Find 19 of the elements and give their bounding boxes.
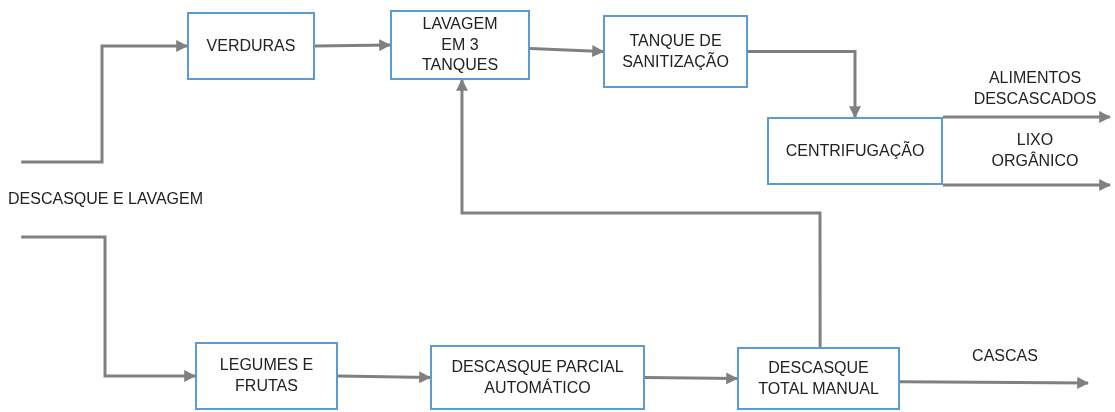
arrow (748, 50, 861, 119)
arrow (645, 372, 739, 385)
process-box: VERDURAS (187, 12, 315, 80)
text-label: DESCASQUE E LAVAGEM (8, 189, 203, 210)
arrow (943, 179, 1112, 191)
arrow (21, 40, 189, 164)
process-box: DESCASQUE TOTAL MANUAL (737, 347, 900, 410)
process-box: LAVAGEM EM 3 TANQUES (390, 10, 530, 80)
process-box: LEGUMES E FRUTAS (195, 342, 338, 410)
arrow (21, 235, 197, 382)
arrow (529, 45, 605, 58)
process-box: DESCASQUE PARCIAL AUTOMÁTICO (430, 345, 645, 410)
arrow (314, 39, 392, 52)
arrow (455, 78, 822, 347)
arrow (900, 376, 1090, 389)
process-box: TANQUE DE SANITIZAÇÃO (603, 15, 748, 88)
process-box: CENTRIFUGAÇÃO (767, 117, 943, 185)
arrow (943, 111, 1112, 123)
arrow (337, 371, 432, 384)
